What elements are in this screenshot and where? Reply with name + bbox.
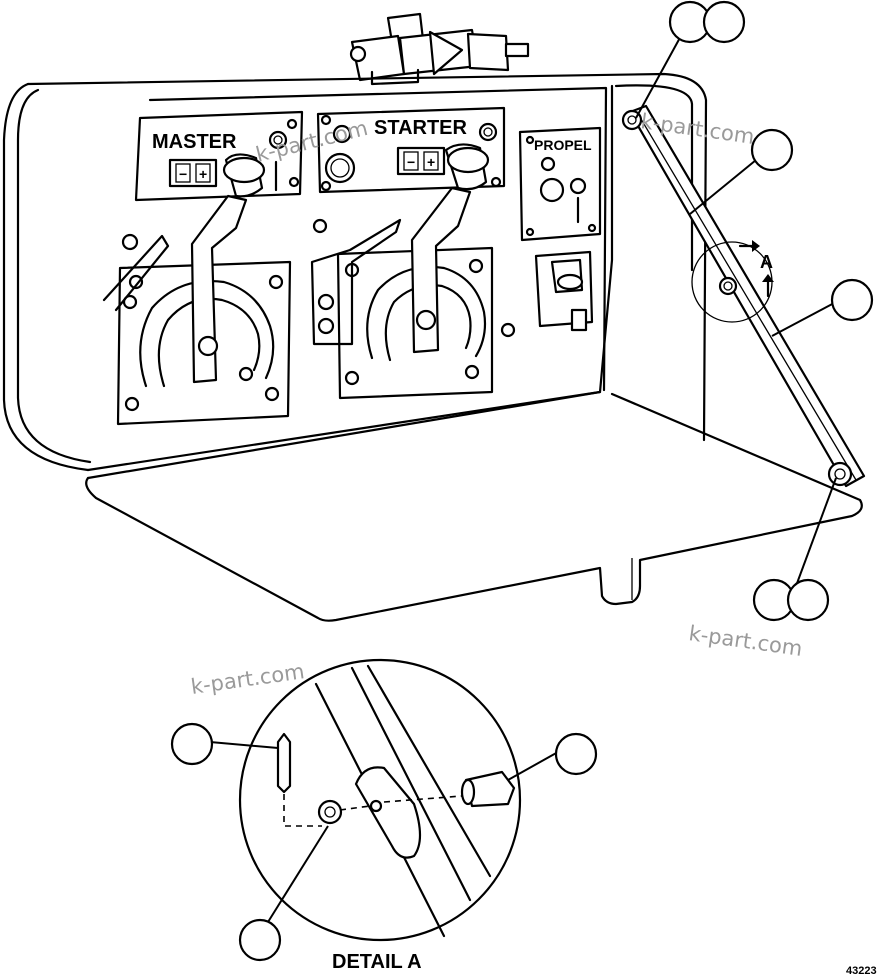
starter-switch bbox=[310, 143, 516, 400]
propel-control-switch bbox=[534, 250, 594, 332]
starter-battery-plus: + bbox=[427, 154, 435, 170]
propel-label: PROPEL bbox=[534, 137, 592, 153]
detail-caption: DETAIL A bbox=[332, 951, 422, 973]
view-letter: A bbox=[760, 252, 773, 272]
master-switch-plate: MASTER − + bbox=[134, 110, 304, 202]
callout-bubble bbox=[830, 278, 874, 322]
detail-a-view: DETAIL A bbox=[238, 658, 522, 973]
battery-plus-symbol: + bbox=[199, 166, 207, 182]
callout-bubble bbox=[238, 918, 282, 962]
starter-switch-plate: STARTER − + bbox=[316, 106, 506, 194]
battery-minus-symbol: − bbox=[179, 166, 187, 182]
callout-bubble bbox=[750, 128, 794, 172]
propel-switch-plate: PROPEL bbox=[518, 126, 602, 242]
callout-bubbles bbox=[170, 0, 874, 962]
figure-number: 43223 bbox=[846, 965, 877, 977]
callout-bubble bbox=[170, 722, 214, 766]
callout-bubble bbox=[554, 732, 598, 776]
watermark-text: k-part.com bbox=[687, 621, 804, 661]
master-disconnect-switch bbox=[102, 153, 292, 426]
callout-bubble bbox=[786, 578, 830, 622]
master-label: MASTER bbox=[152, 131, 237, 153]
watermark-text: k-part.com bbox=[253, 116, 370, 167]
cable-clamp-assembly bbox=[349, 12, 530, 86]
hinged-lid bbox=[85, 390, 863, 622]
callout-leaders bbox=[209, 33, 837, 923]
starter-battery-minus: − bbox=[407, 154, 415, 170]
callout-bubble bbox=[702, 0, 746, 44]
watermarks: k-part.com k-part.com k-part.com k-part.… bbox=[189, 109, 804, 699]
lid-support-strut: A bbox=[621, 104, 866, 488]
control-box-enclosure bbox=[2, 72, 708, 472]
starter-label: STARTER bbox=[374, 117, 468, 139]
